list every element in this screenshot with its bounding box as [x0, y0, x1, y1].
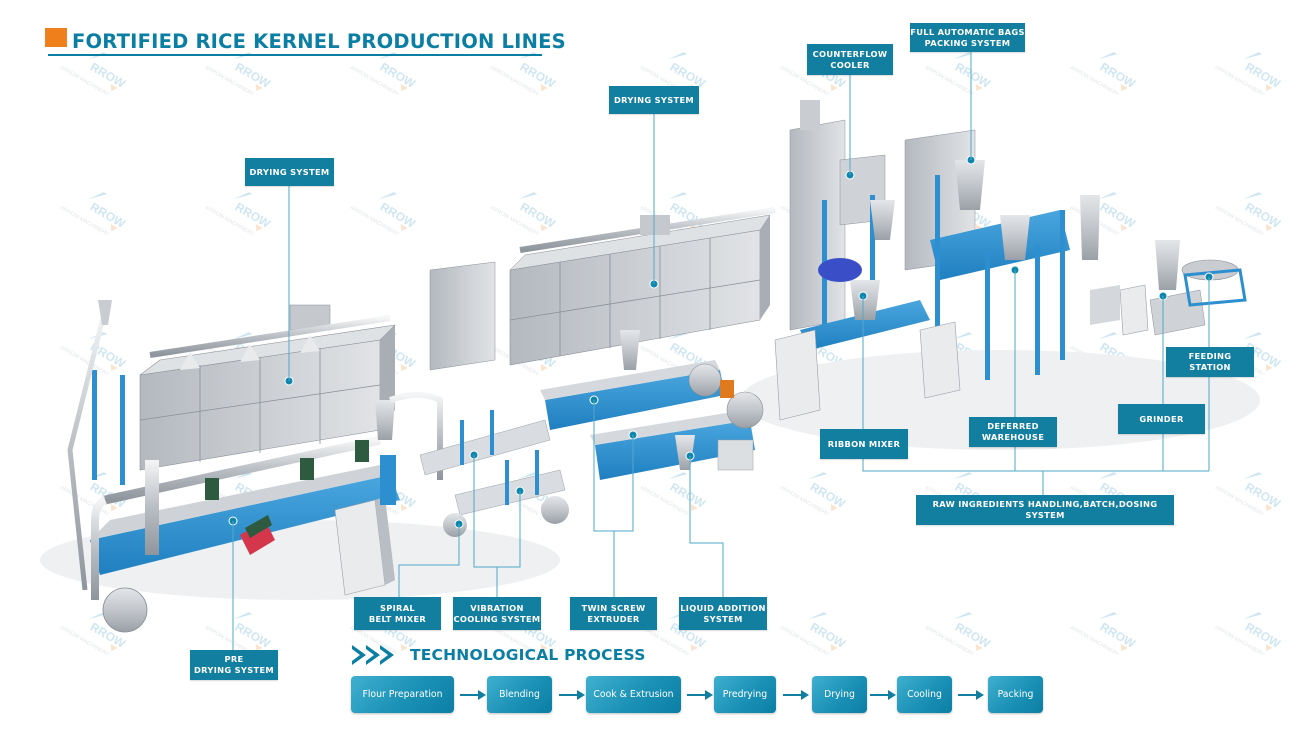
cyclone [375, 392, 443, 505]
arrow-right-icon [687, 690, 713, 700]
process-step-blending: Blending [487, 676, 552, 713]
title-text: FORTIFIED RICE KERNEL PRODUCTION LINES [72, 30, 566, 53]
arrow-right-icon [958, 690, 984, 700]
label-ribbon-mixer: RIBBON MIXER [820, 429, 908, 459]
callout-dot [1158, 291, 1168, 301]
pre-dryer [90, 435, 400, 633]
label-pre-drying-system: PRE DRYING SYSTEM [190, 650, 278, 680]
label-liquid-addition-system: LIQUID ADDITION SYSTEM [679, 597, 767, 630]
left-elevator [67, 300, 125, 591]
process-step-cooling: Cooling [897, 676, 952, 713]
callout-dot [966, 155, 976, 165]
callout-dot [858, 291, 868, 301]
callout-dot [454, 519, 464, 529]
callout-dot [515, 486, 525, 496]
title-orange-square [45, 28, 67, 47]
callout-dot [1010, 265, 1020, 275]
callout-dot [845, 170, 855, 180]
control-cabinet [334, 497, 395, 596]
label-twin-screw-extruder: TWIN SCREW EXTRUDER [570, 597, 657, 630]
process-step-predrying: Predrying [714, 676, 776, 713]
process-step-flour-preparation: Flour Preparation [351, 676, 454, 713]
callout-dot [469, 450, 479, 460]
page-title: FORTIFIED RICE KERNEL PRODUCTION LINES [45, 28, 566, 58]
title-underline [48, 54, 542, 56]
label-bag-packing-system: FULL AUTOMATIC BAGS PACKING SYSTEM [910, 23, 1025, 52]
label-drying-system-center: DRYING SYSTEM [609, 86, 699, 114]
center-dryer [429, 207, 776, 371]
label-grinder: GRINDER [1118, 404, 1205, 434]
arrow-right-icon [783, 690, 809, 700]
label-counterflow-cooler: COUNTERFLOW COOLER [807, 44, 893, 75]
label-deferred-warehouse: DEFERRED WAREHOUSE [969, 417, 1057, 447]
label-spiral-belt-mixer: SPIRAL BELT MIXER [354, 597, 441, 630]
process-title: TECHNOLOGICAL PROCESS [410, 646, 646, 664]
label-raw-ingredients-system: RAW INGREDIENTS HANDLING,BATCH,DOSING SY… [916, 495, 1174, 525]
arrow-right-icon [870, 690, 896, 700]
callout-dot [1204, 272, 1214, 282]
callout-dot [284, 376, 294, 386]
arrow-right-icon [559, 690, 585, 700]
label-feeding-station: FEEDING STATION [1166, 347, 1254, 377]
callout-dot [628, 430, 638, 440]
callout-dot [685, 451, 695, 461]
process-step-cook-extrusion: Cook & Extrusion [586, 676, 681, 713]
callout-dot [589, 395, 599, 405]
process-step-drying: Drying [812, 676, 867, 713]
extruder-area [540, 330, 764, 480]
arrow-right-icon [460, 690, 486, 700]
callout-dot [228, 516, 238, 526]
callout-dot [649, 279, 659, 289]
label-drying-system-left: DRYING SYSTEM [245, 158, 334, 186]
label-vibration-cooling-system: VIBRATION COOLING SYSTEM [453, 597, 541, 630]
process-step-packing: Packing [988, 676, 1043, 713]
